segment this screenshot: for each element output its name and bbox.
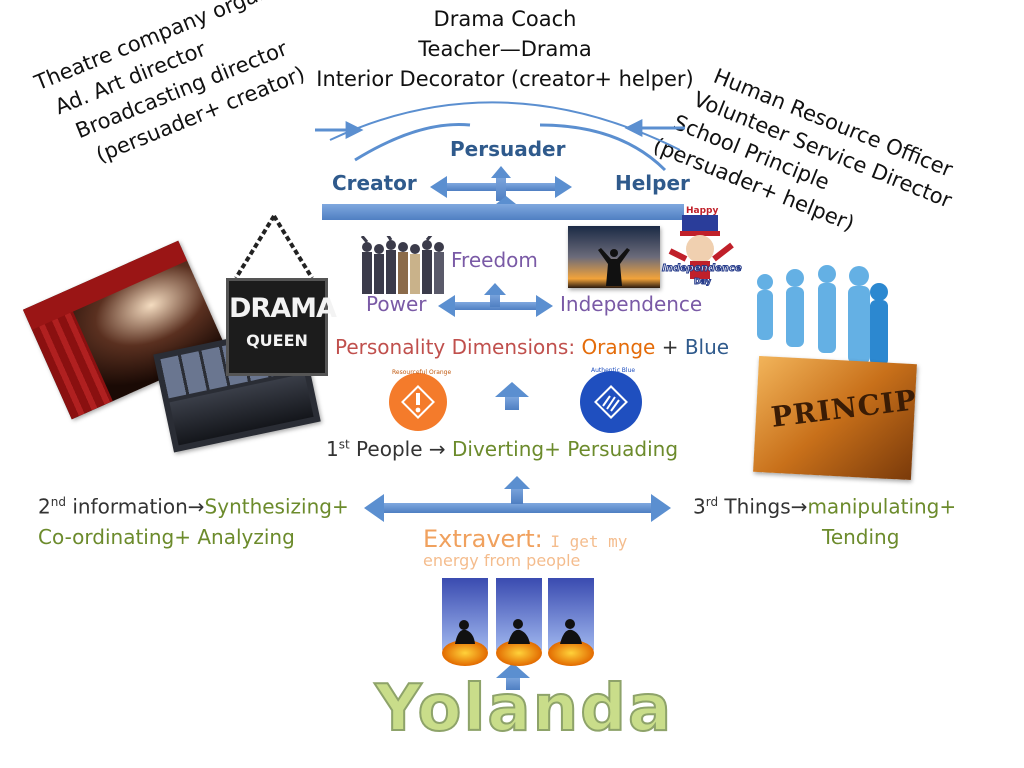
second-sup: nd <box>50 495 66 509</box>
blue-badge: Authentic Blue <box>577 366 645 434</box>
second-arrow: → <box>187 494 205 519</box>
inner-arc-left <box>354 122 471 162</box>
third-ordinal: 3 <box>693 494 706 519</box>
freedom-label: Freedom <box>451 248 538 272</box>
power-label: Power <box>366 292 427 316</box>
creator-label: Creator <box>332 171 417 195</box>
third-skills-1: manipulating+ <box>807 494 957 519</box>
principal-sign-image: PRINCIPAL <box>753 355 917 481</box>
independence-text-2: Independence <box>662 263 743 275</box>
first-ordinal: 1 <box>326 437 339 461</box>
up-arrow-freedom <box>490 293 500 307</box>
personality-blue: Blue <box>684 335 730 359</box>
first-label: People <box>349 437 429 461</box>
first-function: 1st People → Diverting+ Persuading <box>326 437 678 461</box>
blue-people-silhouettes <box>735 252 895 372</box>
first-arrow: → <box>428 437 446 461</box>
first-sup: st <box>338 437 350 452</box>
third-arrow: → <box>790 494 808 519</box>
helper-label: Helper <box>615 171 690 195</box>
third-label: Things <box>718 494 791 519</box>
independence-text-3: Day <box>693 277 712 287</box>
personality-prefix: Personality Dimensions: <box>335 335 582 359</box>
inner-arc-right <box>539 123 667 172</box>
third-skills-2: Tending <box>822 524 900 549</box>
second-function: 2nd information→Synthesizing+ Co-ordinat… <box>38 487 349 552</box>
extravert-images <box>440 578 600 668</box>
silhouette-image-1 <box>442 578 488 666</box>
drama-sign-text-1: DRAMA <box>229 293 337 324</box>
orange-badge: Resourceful Orange <box>386 368 452 432</box>
second-label: information <box>65 494 188 519</box>
up-arrow-bottom <box>506 676 520 690</box>
drama-queen-sign: DRAMA QUEEN <box>222 212 337 377</box>
up-arrow-center <box>505 396 519 410</box>
first-skills: Diverting+ Persuading <box>445 437 679 461</box>
extravert-desc-2: energy from people <box>423 551 581 570</box>
name-title: Yolanda <box>374 671 674 747</box>
personality-plus: + <box>655 335 685 359</box>
up-arrow-persuader <box>496 175 506 201</box>
second-ordinal: 2 <box>38 494 51 519</box>
personality-dimensions: Personality Dimensions: Orange + Blue <box>335 335 729 359</box>
independence-day-image: Happy Independence Day <box>662 205 743 287</box>
role-bar <box>322 204 684 220</box>
top-roles: Drama Coach Teacher—Drama Interior Decor… <box>300 4 710 94</box>
up-arrow-functions <box>511 486 523 504</box>
third-function: 3rd Things→manipulating+ Tending <box>693 487 956 552</box>
independence-text-1: Happy <box>686 206 719 216</box>
silhouette-image-3 <box>548 578 594 666</box>
orange-badge-label: Resourceful Orange <box>392 369 452 376</box>
freedom-sunset-image <box>568 226 660 288</box>
third-sup: rd <box>705 495 719 509</box>
second-skills-1: Synthesizing+ <box>204 494 349 519</box>
top-role-3: Interior Decorator (creator+ helper) <box>316 67 694 91</box>
blue-badge-label: Authentic Blue <box>591 367 636 374</box>
extravert-block: Extravert: I get my energy from people <box>423 525 627 570</box>
second-skills-2: Co-ordinating+ Analyzing <box>38 524 295 549</box>
silhouette-image-2 <box>496 578 542 666</box>
independence-label: Independence <box>560 292 703 316</box>
top-role-1: Drama Coach <box>433 7 577 31</box>
top-role-2: Teacher—Drama <box>418 37 592 61</box>
extravert-title: Extravert: <box>423 525 551 553</box>
people-group-image <box>360 233 450 296</box>
drama-sign-text-2: QUEEN <box>246 331 308 350</box>
persuader-label: Persuader <box>450 137 566 161</box>
extravert-desc-1: I get my <box>550 532 628 551</box>
personality-orange: Orange <box>581 335 656 359</box>
principal-text: PRINCIPAL <box>769 378 917 434</box>
functions-bar <box>375 503 660 513</box>
